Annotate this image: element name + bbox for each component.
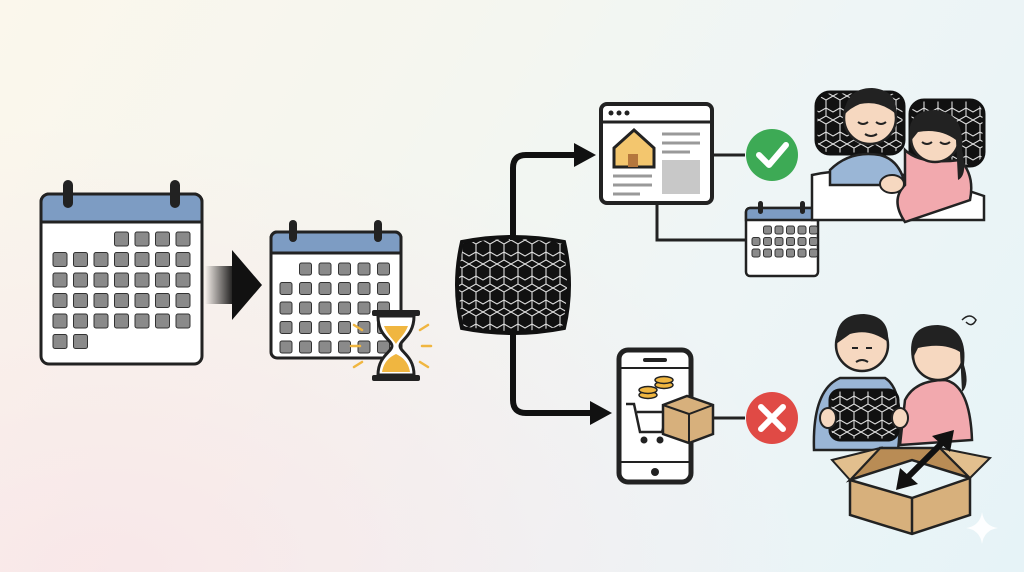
calendar-day-cell xyxy=(155,272,170,288)
calendar-day-cell xyxy=(175,252,191,267)
calendar-day-cell xyxy=(93,293,109,308)
calendar-day-cell xyxy=(114,313,129,329)
calendar-day-cell xyxy=(797,248,807,258)
calendar-day-cell xyxy=(73,252,88,267)
calendar-day-cell xyxy=(52,334,68,349)
calendar-day-cell xyxy=(751,237,761,246)
calendar-day-cell xyxy=(52,252,68,267)
return-box-icon xyxy=(830,430,993,536)
calendar-day-cell xyxy=(279,340,293,354)
calendar-small-icon xyxy=(269,220,403,360)
calendar-day-cell xyxy=(318,262,332,276)
calendar-day-cell xyxy=(338,321,351,334)
calendar-day-cell xyxy=(318,301,332,315)
calendar-day-cell xyxy=(279,321,293,334)
pillow-icon xyxy=(455,235,571,335)
worried-couple-illustration xyxy=(812,314,977,452)
calendar-day-cell xyxy=(763,225,772,235)
calendar-day-cell xyxy=(279,282,293,295)
calendar-day-cell xyxy=(357,301,371,315)
sparkle-icon xyxy=(966,512,998,544)
calendar-day-cell xyxy=(73,313,88,329)
calendar-day-cell xyxy=(175,313,191,329)
calendar-day-cell xyxy=(377,262,390,276)
calendar-day-cell xyxy=(338,262,351,276)
calendar-day-cell xyxy=(786,248,795,258)
calendar-day-cell xyxy=(114,252,129,267)
calendar-day-cell xyxy=(279,301,293,315)
calendar-day-cell xyxy=(786,237,795,246)
sleeping-couple-illustration xyxy=(810,88,986,224)
calendar-day-cell xyxy=(175,272,191,288)
calendar-day-cell xyxy=(52,313,68,329)
calendar-day-cell xyxy=(93,272,109,288)
phone-shopping-icon xyxy=(616,347,715,485)
branch-arrows xyxy=(510,152,594,416)
gradient-arrow-icon xyxy=(205,250,262,320)
calendar-day-cell xyxy=(318,321,332,334)
calendar-day-cell xyxy=(73,293,88,308)
calendar-day-cell xyxy=(134,231,150,247)
calendar-day-cell xyxy=(797,225,807,235)
calendar-day-cell xyxy=(299,262,312,276)
calendar-day-cell xyxy=(809,248,818,258)
calendar-day-cell xyxy=(175,231,191,247)
cross-icon xyxy=(746,392,798,444)
calendar-day-cell xyxy=(357,282,371,295)
calendar-day-cell xyxy=(155,252,170,267)
calendar-day-cell xyxy=(299,282,312,295)
calendar-day-cell xyxy=(763,248,772,258)
calendar-day-cell xyxy=(809,237,818,246)
calendar-day-cell xyxy=(73,272,88,288)
calendar-day-cell xyxy=(786,225,795,235)
calendar-day-cell xyxy=(763,237,772,246)
calendar-day-cell xyxy=(114,293,129,308)
calendar-day-cell xyxy=(134,272,150,288)
calendar-day-cell xyxy=(774,237,784,246)
website-icon xyxy=(599,102,714,205)
calendar-day-cell xyxy=(52,272,68,288)
calendar-day-cell xyxy=(774,248,784,258)
calendar-day-cell xyxy=(338,301,351,315)
hourglass-icon xyxy=(349,310,433,381)
calendar-day-cell xyxy=(318,282,332,295)
calendar-day-cell xyxy=(809,225,818,235)
calendar-day-cell xyxy=(73,334,88,349)
check-icon xyxy=(746,129,798,181)
calendar-day-cell xyxy=(93,252,109,267)
calendar-day-cell xyxy=(155,313,170,329)
calendar-day-cell xyxy=(114,231,129,247)
calendar-day-cell xyxy=(114,272,129,288)
calendar-mini-icon xyxy=(744,201,820,278)
calendar-day-cell xyxy=(155,231,170,247)
calendar-day-cell xyxy=(338,282,351,295)
calendar-day-cell xyxy=(93,313,109,329)
calendar-day-cell xyxy=(134,313,150,329)
calendar-day-cell xyxy=(318,340,332,354)
calendar-day-cell xyxy=(134,293,150,308)
calendar-day-cell xyxy=(299,340,312,354)
calendar-day-cell xyxy=(377,340,390,354)
calendar-day-cell xyxy=(774,225,784,235)
calendar-day-cell xyxy=(299,301,312,315)
calendar-day-cell xyxy=(751,248,761,258)
calendar-day-cell xyxy=(797,237,807,246)
calendar-day-cell xyxy=(52,293,68,308)
calendar-day-cell xyxy=(357,262,371,276)
calendar-day-cell xyxy=(377,282,390,295)
calendar-day-cell xyxy=(155,293,170,308)
calendar-day-cell xyxy=(175,293,191,308)
calendar-icon xyxy=(39,180,204,366)
calendar-day-cell xyxy=(134,252,150,267)
calendar-day-cell xyxy=(338,340,351,354)
calendar-day-cell xyxy=(299,321,312,334)
